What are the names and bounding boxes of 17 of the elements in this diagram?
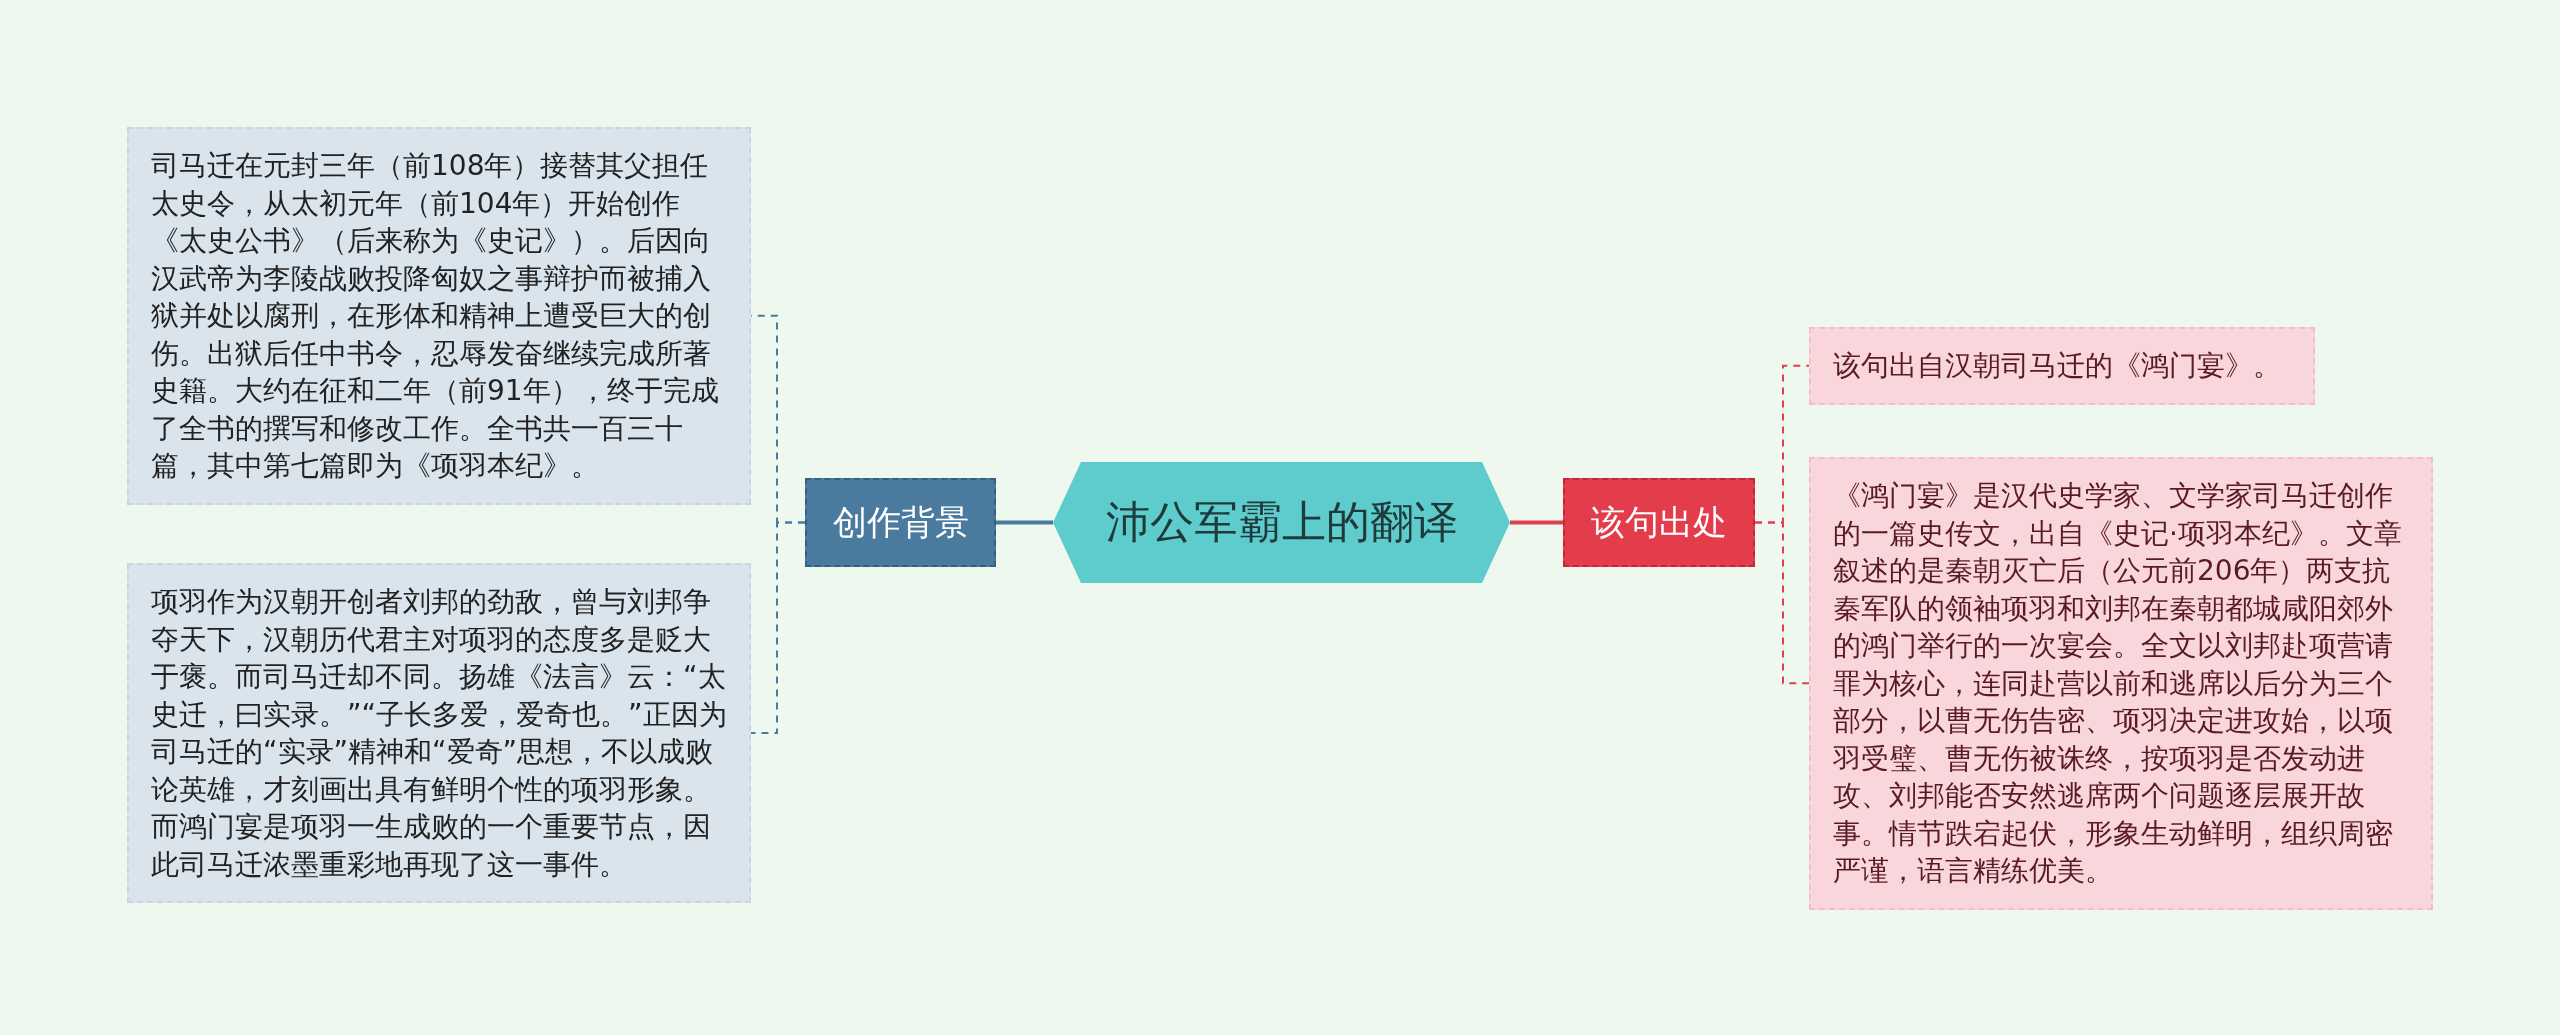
body-text: 司马迁在元封三年（前108年）接替其父担任太史令，从太初元年（前104年）开始创作《太史公书》（后来称为《史记》）。后因向汉武帝为李陵战败投降匈奴之事辩护而被捕入狱并处以腐刑，在形体和精神上遭受巨大的创伤。出狱后任中书令，忍辱发奋继续完成所著史籍。大约在征和二年（前91年），终于完成了全书的撰写和修改工作。全书共一百三十篇，其中第七篇即为《项羽本纪》。 xyxy=(151,148,720,484)
text-card xyxy=(127,127,751,505)
text-card xyxy=(1809,327,2315,405)
branch-title: 创作背景 xyxy=(832,500,969,544)
topic-title: 沛公军霸上的翻译 xyxy=(1105,495,1458,549)
body-text: 项羽作为汉朝开创者刘邦的劲敌，曾与刘邦争夺天下，汉朝历代君主对项羽的态度多是贬大于褒。而司马迁却不同。扬雄《法言》云：“太史迁，曰实录。”“子长多爱，爱奇也。”正因为司马迁的“实录”精神和“爱奇”思想，不以成败论英雄，才刻画出具有鲜明个性的项羽形象。而鸿门宴是项羽一生成败的一个重要节点，因此司马迁浓墨重彩地再现了这一事件。 xyxy=(151,584,727,883)
connector-line xyxy=(996,520,1053,525)
connector-line xyxy=(1510,520,1563,525)
text-card xyxy=(127,563,751,903)
text-card xyxy=(1809,457,2433,910)
branch-box xyxy=(805,478,996,567)
branch-box xyxy=(1563,478,1755,567)
body-text: 该句出自汉朝司马迁的《鸿门宴》。 xyxy=(1833,348,2282,384)
body-text: 《鸿门宴》是汉代史学家、文学家司马迁创作的一篇史传文，出自《史记·项羽本纪》。文章叙述的是秦朝灭亡后（公元前206年）两支抗秦军队的领袖项羽和刘邦在秦朝都城咸阳郊外的鸿门举行的一次宴会。全文以刘邦赴项营请罪为核心，连同赴营以前和逃席以后分为三个部分，以曹无伤告密、项羽决定进攻始，以项羽受璧、曹无伤被诛终，按项羽是否发动进攻、刘邦能否安然逃席两个问题逐层展开故事。情节跌宕起伏，形象生动鲜明，组织周密严谨，语言精练优美。 xyxy=(1833,478,2403,889)
branch-title: 该句出处 xyxy=(1591,500,1727,544)
connector-line xyxy=(1754,521,1810,685)
connector-line xyxy=(750,521,806,734)
